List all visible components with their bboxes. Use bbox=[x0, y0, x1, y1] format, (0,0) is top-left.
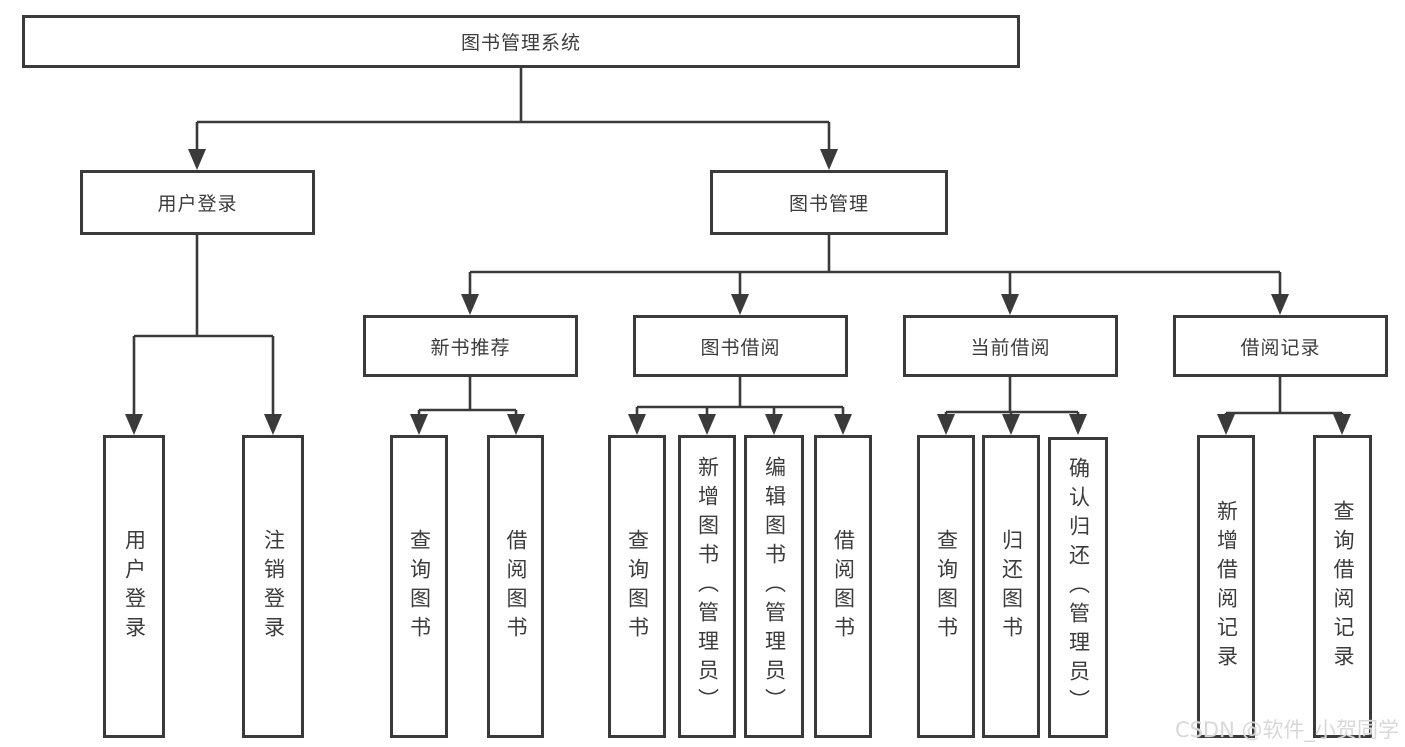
node-book-management-branch: 图书管理 bbox=[710, 170, 948, 235]
leaf-query-books-borrow: 查询图书 bbox=[608, 435, 666, 738]
node-label: 用户登录 bbox=[157, 193, 238, 215]
leaf-label: 查询图书 bbox=[625, 528, 650, 645]
leaf-query-books-recommend: 查询图书 bbox=[390, 435, 448, 738]
leaf-label: 借阅图书 bbox=[831, 528, 856, 645]
node-label: 图书借阅 bbox=[700, 336, 781, 359]
leaf-label: 编辑图书（管理员） bbox=[762, 456, 787, 717]
leaf-label: 新增图书（管理员） bbox=[695, 456, 720, 717]
node-book-borrow: 图书借阅 bbox=[633, 315, 848, 377]
node-label: 新书推荐 bbox=[430, 336, 511, 359]
leaf-label: 查询图书 bbox=[407, 528, 432, 645]
leaf-borrow-books: 借阅图书 bbox=[814, 435, 872, 738]
leaf-confirm-return-admin: 确认归还（管理员） bbox=[1048, 437, 1108, 738]
leaf-edit-books-admin: 编辑图书（管理员） bbox=[744, 435, 804, 738]
node-root-system: 图书管理系统 bbox=[22, 15, 1020, 68]
leaf-label: 注销登录 bbox=[261, 528, 286, 645]
node-current-borrow: 当前借阅 bbox=[903, 315, 1118, 377]
leaf-label: 用户登录 bbox=[122, 528, 147, 645]
leaf-label: 借阅图书 bbox=[504, 528, 528, 645]
leaf-label: 新增借阅记录 bbox=[1214, 499, 1239, 674]
leaf-borrow-books-recommend: 借阅图书 bbox=[487, 435, 544, 738]
node-root-label: 图书管理系统 bbox=[460, 32, 581, 54]
leaf-add-books-admin: 新增图书（管理员） bbox=[678, 435, 736, 738]
node-label: 借阅记录 bbox=[1240, 336, 1321, 359]
leaf-add-borrow-record: 新增借阅记录 bbox=[1197, 435, 1255, 738]
leaf-return-books: 归还图书 bbox=[982, 435, 1040, 738]
node-borrow-records: 借阅记录 bbox=[1173, 315, 1388, 377]
leaf-label: 查询图书 bbox=[934, 528, 959, 645]
leaf-user-login: 用户登录 bbox=[103, 435, 165, 738]
node-label: 当前借阅 bbox=[970, 336, 1051, 359]
leaf-label: 查询借阅记录 bbox=[1331, 499, 1355, 674]
leaf-query-borrow-record: 查询借阅记录 bbox=[1313, 435, 1372, 738]
node-user-login-branch: 用户登录 bbox=[80, 170, 315, 235]
leaf-label: 归还图书 bbox=[999, 528, 1024, 645]
leaf-label: 确认归还（管理员） bbox=[1066, 457, 1091, 718]
leaf-query-books-current: 查询图书 bbox=[917, 435, 975, 738]
node-new-book-recommend: 新书推荐 bbox=[363, 315, 578, 377]
node-label: 图书管理 bbox=[788, 193, 869, 215]
leaf-logout: 注销登录 bbox=[242, 435, 304, 738]
